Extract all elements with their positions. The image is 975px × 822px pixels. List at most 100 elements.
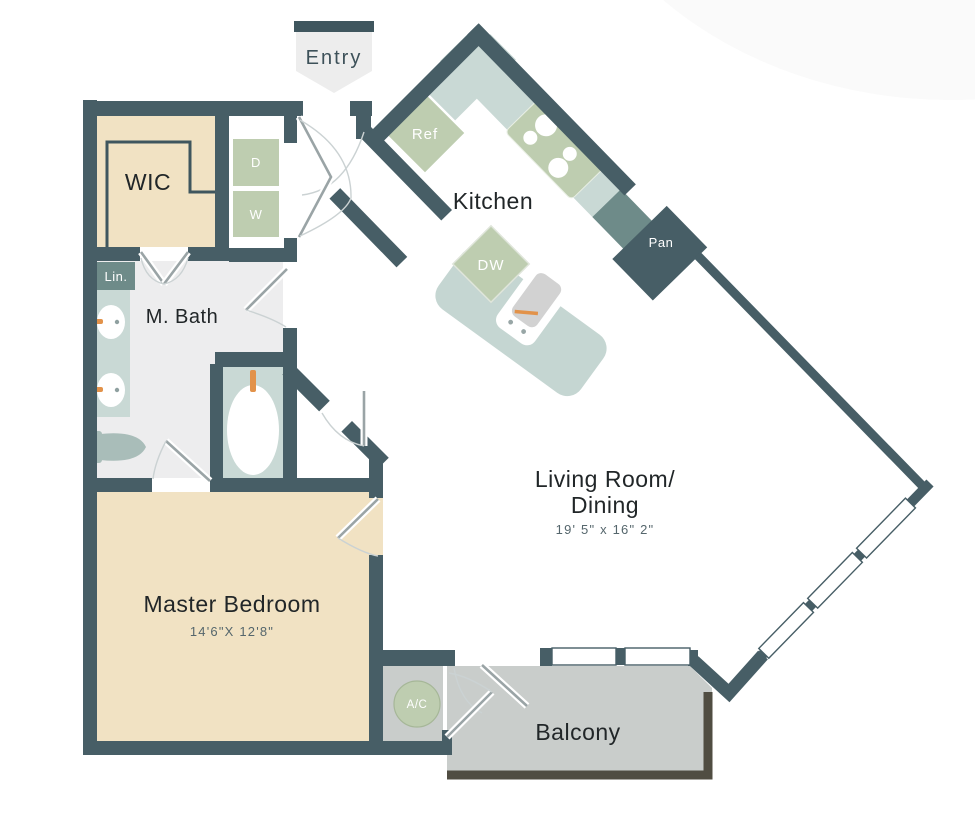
living-label-line2: Dining [571, 492, 639, 518]
ref-label: Ref [412, 126, 438, 143]
window [855, 497, 917, 560]
island-sink [496, 263, 572, 346]
wall-diagonal-hall-1 [282, 364, 330, 412]
wall-tub-left [210, 364, 223, 478]
bedroom-door-arc [337, 537, 379, 557]
balcony-window [624, 647, 691, 666]
dw-label: DW [478, 257, 505, 274]
sink-drain [114, 387, 120, 393]
pan-label: Pan [649, 235, 674, 250]
wall-entry-jamb [356, 101, 371, 139]
sink-drain [114, 319, 120, 325]
balcony-railing [447, 692, 713, 780]
dishwasher [451, 224, 531, 304]
dryer-label: D [251, 155, 261, 170]
wall-pantry-block [612, 205, 708, 301]
doors [138, 115, 530, 740]
wall-corner-bedroom [369, 452, 383, 492]
master-bedroom-dims: 14'6"X 12'8" [190, 624, 274, 639]
wall-wic-right [215, 114, 229, 261]
stove-burner [562, 146, 577, 161]
balcony-door-arc [453, 667, 483, 714]
stove-burner [523, 130, 538, 145]
laundry-bifold-doors [297, 116, 333, 238]
wall-tub-top [215, 352, 297, 367]
bedroom-door-threshold [369, 498, 383, 555]
entry-banner-shield [296, 32, 372, 93]
wall-balcony-block-mid [616, 648, 625, 665]
bath-door [245, 268, 288, 311]
bathtub [227, 385, 279, 475]
wall-bath-bottom-right [210, 478, 383, 492]
wic-floor [97, 114, 215, 247]
tan-floors [97, 114, 383, 741]
wall-hall-diagonal-1 [360, 127, 453, 221]
entry-banner: Entry [294, 21, 374, 93]
island-faucet [514, 309, 539, 316]
wall-bedroom-right-lower [369, 555, 383, 741]
wall-outer-bottom [83, 741, 452, 755]
kitchen-label: Kitchen [453, 188, 533, 214]
wall-wic-bottom-left [83, 247, 140, 261]
laundry-door-arc [299, 119, 352, 199]
wall-outer-top [83, 101, 303, 116]
wic-door-arc-left [140, 257, 165, 285]
entry-banner-bar [294, 21, 374, 32]
washer [233, 191, 279, 237]
hall-door-arc [321, 412, 365, 447]
wall-bath-right [283, 328, 297, 478]
decorative-corner-circle [663, 0, 975, 100]
wic-door-right [162, 251, 190, 285]
wall-balcony-block-right [688, 650, 698, 666]
tub-faucet [250, 370, 256, 392]
living-label-line1: Living Room/ [535, 466, 675, 492]
window [757, 601, 815, 660]
wall-living-diagonal-thin [693, 251, 925, 489]
wall-outer-left [83, 100, 97, 755]
wall-laundry-jamb-top [284, 101, 297, 143]
linen-label: Lin. [105, 269, 128, 284]
bedroom-bath-door [165, 440, 211, 482]
vanity-sink [97, 373, 125, 407]
ac-unit [393, 680, 441, 728]
bath-door-arc [245, 309, 287, 328]
master-bedroom-label: Master Bedroom [143, 591, 320, 617]
wall-hall-diagonal-2 [329, 188, 408, 268]
wall-bedroom-right-upper [369, 485, 383, 498]
wic-label: WIC [125, 169, 171, 195]
ac-closet-door [446, 691, 493, 738]
living-dims: 19' 5" x 16" 2" [556, 522, 655, 537]
wic-closet-rod [105, 140, 215, 247]
bedroom-door [337, 498, 379, 539]
wall-ac-jamb [442, 730, 452, 748]
wall-kitchen-diagonal-left [366, 24, 490, 148]
balcony-window [551, 647, 617, 666]
laundry-door-arc2 [299, 197, 352, 237]
wic-door-arc-right [163, 257, 189, 285]
balcony-door [481, 664, 528, 707]
wall-balcony-block-left [540, 648, 552, 666]
ac-label: A/C [407, 699, 428, 711]
wall-wic-bottom-right [188, 247, 229, 261]
wall-living-bottom [383, 650, 455, 666]
window-wall-right [757, 479, 934, 660]
wall-kitchen-diagonal-right [467, 23, 636, 196]
entry-label: Entry [306, 47, 363, 69]
window [806, 551, 864, 610]
wall-bath-top [229, 248, 285, 262]
walls [83, 23, 925, 755]
wall-laundry-jamb-bottom [284, 238, 297, 262]
wic-door-left [139, 251, 166, 285]
linen-closet [97, 262, 135, 290]
washer-label: W [250, 207, 263, 222]
wall-balcony-v [689, 650, 768, 703]
m-bath-label: M. Bath [146, 306, 218, 328]
stove-burner [548, 157, 569, 178]
dryer [233, 139, 279, 186]
entry-door-arc [301, 131, 365, 196]
balcony-label: Balcony [535, 719, 620, 745]
vanity-sink [97, 305, 125, 339]
bedroom-bath-door-arc [152, 440, 167, 480]
